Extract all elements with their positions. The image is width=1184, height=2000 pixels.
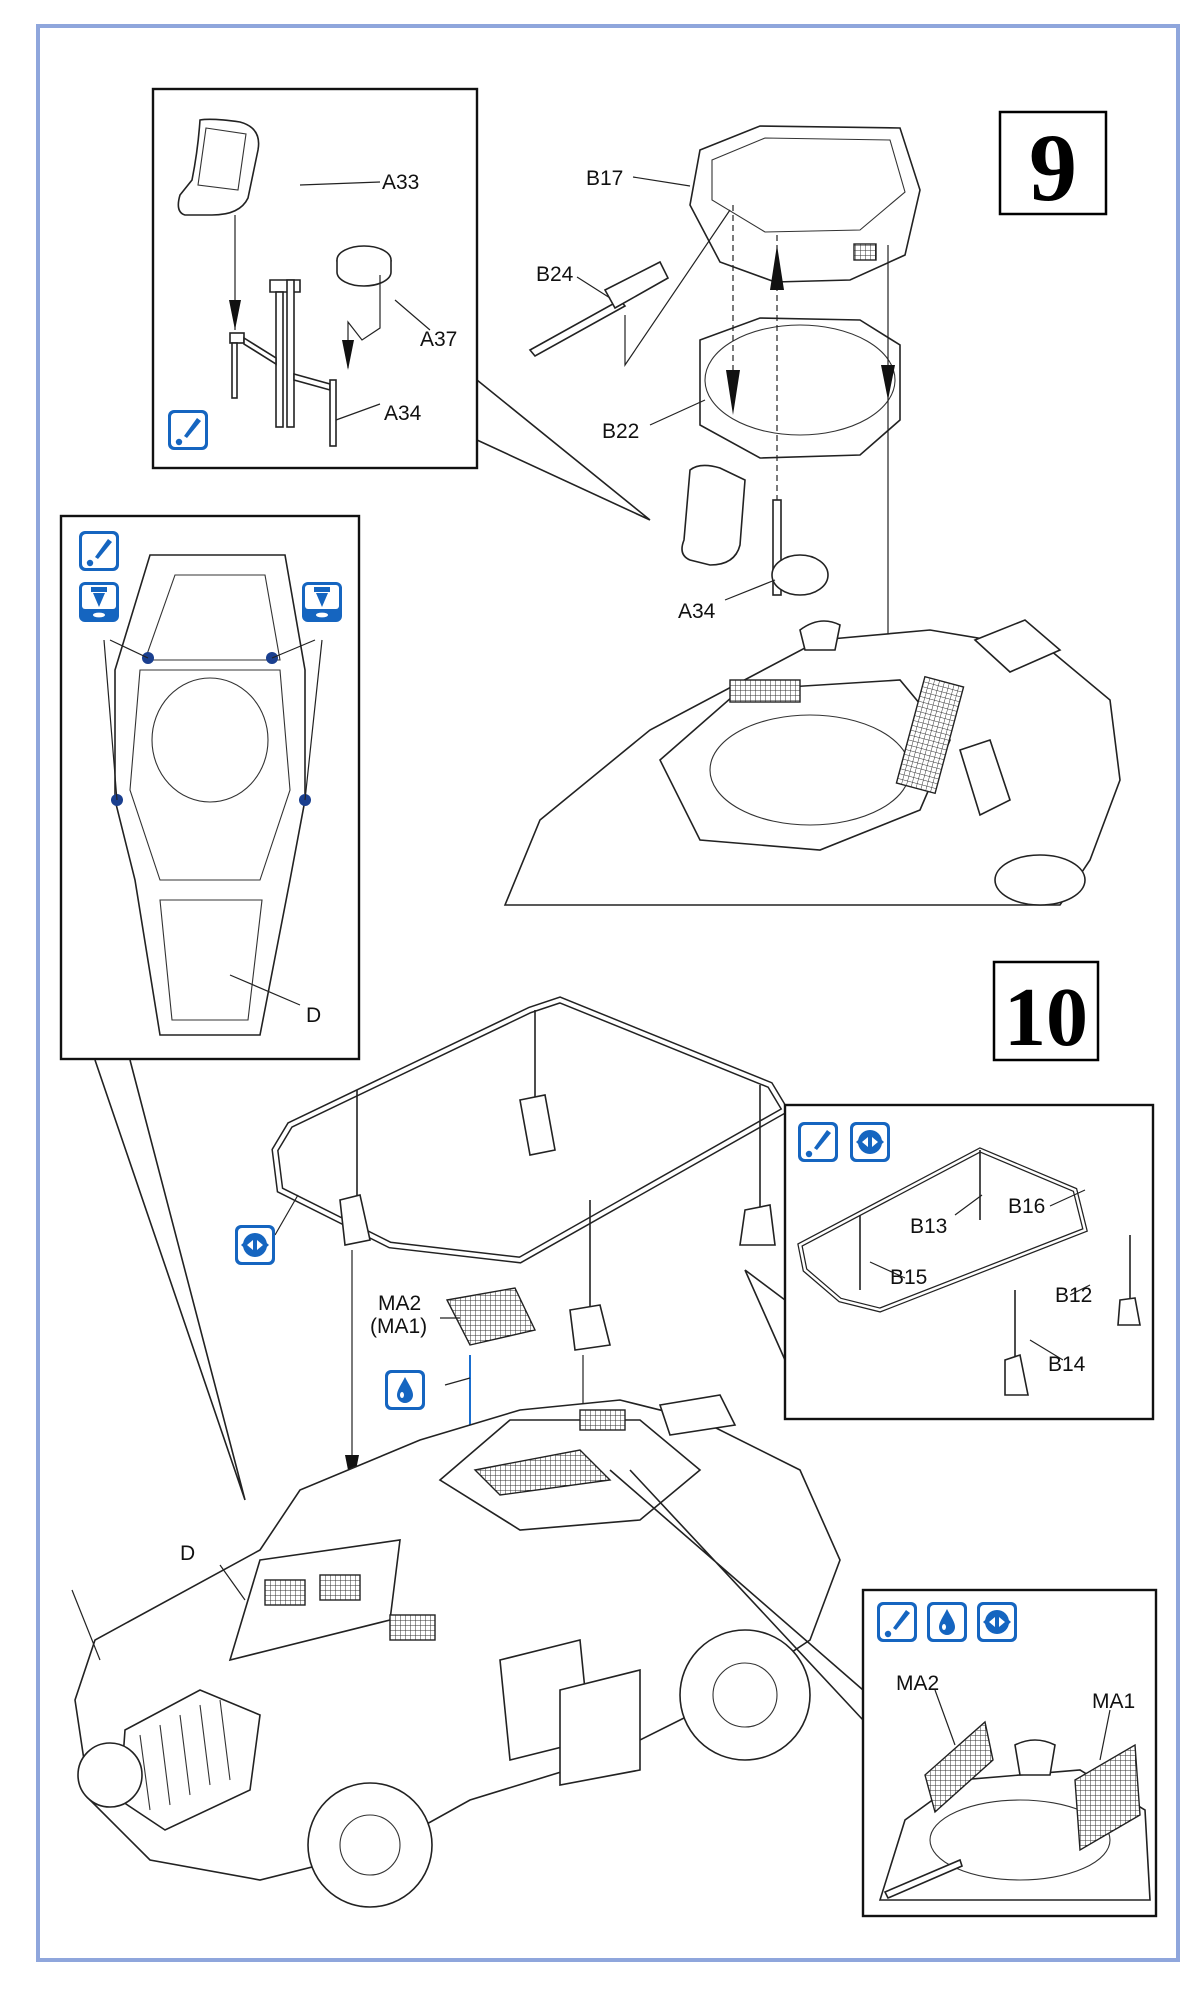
part-label-d: D — [180, 1542, 195, 1565]
drill-hole-icon — [302, 582, 342, 622]
step-number: 10 — [1004, 971, 1088, 1064]
part-label-ma1: MA1 — [1092, 1690, 1135, 1713]
cement-drop-icon — [927, 1602, 967, 1642]
part-label-b15: B15 — [890, 1266, 927, 1289]
paint-icon — [798, 1122, 838, 1162]
page-border — [36, 24, 1180, 1962]
callout-lines — [94, 1059, 246, 1501]
part-label-a34: A34 — [384, 402, 422, 425]
callout-lines — [609, 1469, 864, 1721]
part-label-b13: B13 — [910, 1215, 947, 1238]
symmetric-assembly-icon — [235, 1225, 275, 1265]
vehicle-hull-step10: D — [71, 1394, 841, 1908]
step-10-box: 10 — [992, 960, 1100, 1064]
antenna-frame — [235, 996, 790, 1610]
seat-inset: A33 A37 A34 — [151, 87, 479, 470]
mesh-inset: MA2 MA1 — [861, 1588, 1158, 1918]
frame-inset: B13 B16 B15 B12 B14 — [783, 1103, 1155, 1421]
part-label-b12: B12 — [1055, 1284, 1092, 1307]
vehicle-hull-step9 — [503, 619, 1121, 906]
symmetric-assembly-icon — [850, 1122, 890, 1162]
part-label-a33: A33 — [382, 171, 419, 194]
cement-drop-icon — [385, 1370, 425, 1410]
part-label-b14: B14 — [1048, 1353, 1086, 1376]
mesh-part: MA2 (MA1) — [370, 1287, 537, 1475]
part-label-b16: B16 — [1008, 1195, 1045, 1218]
part-label-d: D — [306, 1004, 321, 1027]
turret-assembly: B17 B24 B22 A34 — [528, 125, 921, 805]
paint-icon — [168, 410, 208, 450]
paint-icon — [877, 1602, 917, 1642]
step-9-box: 9 — [998, 110, 1108, 221]
step-number: 9 — [1029, 114, 1077, 221]
callout-lines — [744, 1269, 786, 1361]
paint-icon — [79, 531, 119, 571]
part-label-b22: B22 — [602, 420, 639, 443]
part-label-ma1-alt: (MA1) — [370, 1315, 427, 1338]
part-label-b24: B24 — [536, 263, 574, 286]
floor-inset: D — [59, 514, 361, 1061]
part-label-ma2: MA2 — [896, 1672, 939, 1695]
callout-lines — [476, 379, 651, 521]
part-label-a37: A37 — [420, 328, 457, 351]
drill-hole-icon — [79, 582, 119, 622]
part-label-a34: A34 — [678, 600, 716, 623]
symmetric-assembly-icon — [977, 1602, 1017, 1642]
part-label-b17: B17 — [586, 167, 623, 190]
part-label-ma2: MA2 — [378, 1292, 421, 1315]
